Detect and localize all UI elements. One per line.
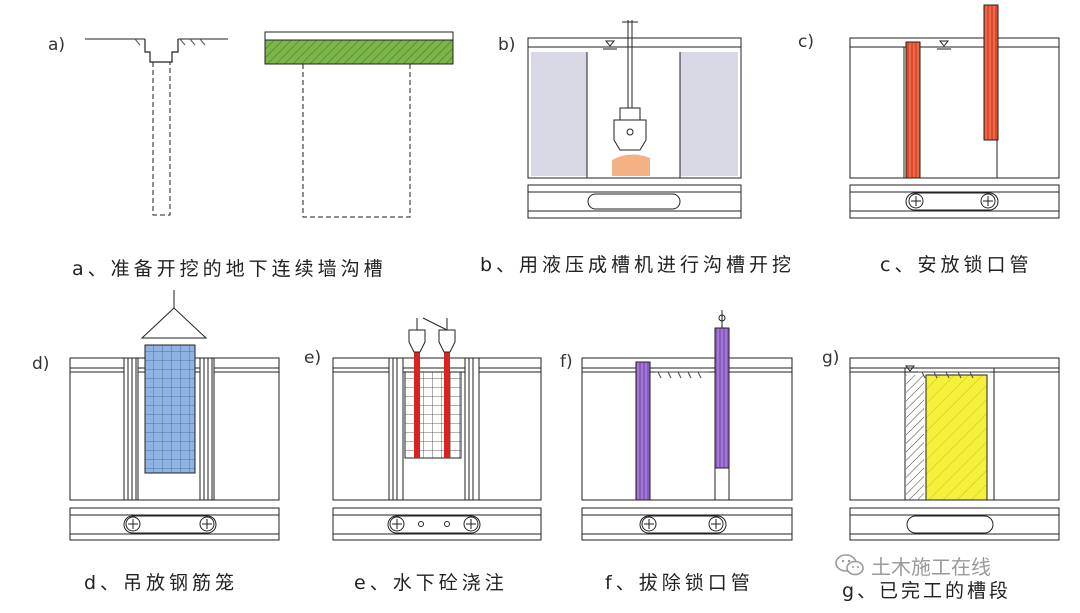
caption-g: g、已完工的槽段 xyxy=(842,580,1012,602)
caption-a: a、准备开挖的地下连续墙沟槽 xyxy=(72,258,387,280)
panel-c-drawing xyxy=(849,4,1060,219)
panel-g-letter: g) xyxy=(822,348,840,368)
panel-e-letter: e) xyxy=(304,348,322,368)
watermark: 土木施工在线 xyxy=(835,552,991,579)
panel-e-drawing xyxy=(332,317,542,541)
caption-e: e、水下砼浇注 xyxy=(354,572,508,594)
panel-b-letter: b) xyxy=(498,35,516,55)
panel-b-drawing xyxy=(527,20,742,219)
wechat-icon xyxy=(835,554,864,576)
panel-a-letter: a) xyxy=(48,35,66,55)
panel-g-drawing xyxy=(849,357,1060,541)
caption-b: b、用液压成槽机进行沟槽开挖 xyxy=(480,254,796,276)
panel-f-drawing xyxy=(581,310,793,541)
caption-c: c、安放锁口管 xyxy=(880,254,1033,276)
panel-c-letter: c) xyxy=(798,32,814,52)
caption-f: f、拔除锁口管 xyxy=(605,572,754,594)
panel-d-drawing xyxy=(69,290,280,541)
panel-f-letter: f) xyxy=(560,352,573,372)
panel-d-letter: d) xyxy=(32,354,50,374)
caption-d: d、吊放钢筋笼 xyxy=(84,572,239,594)
watermark-text: 土木施工在线 xyxy=(871,554,991,579)
panel-a-drawing xyxy=(85,31,454,218)
